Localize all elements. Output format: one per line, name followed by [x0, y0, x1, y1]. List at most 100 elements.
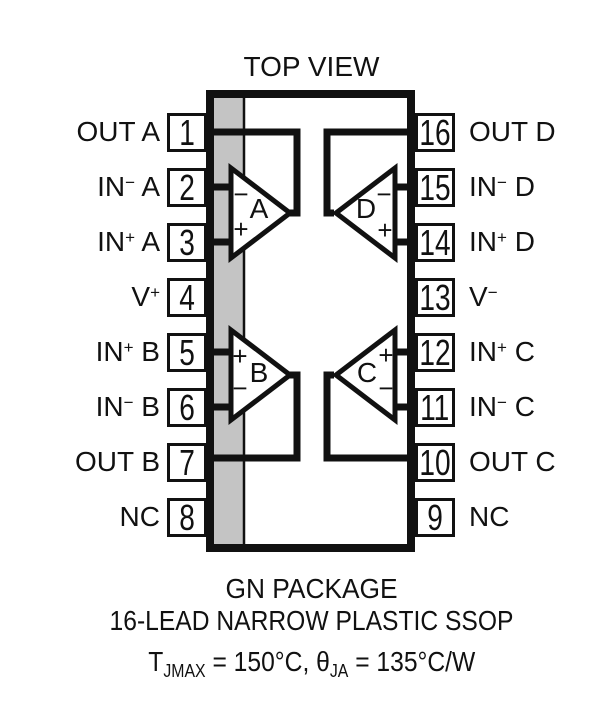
- label-superscript: +: [150, 283, 160, 302]
- thermal-end: = 135°C/W: [348, 646, 476, 677]
- pin-12-box: 12: [415, 333, 455, 372]
- package-description-caption: 16-LEAD NARROW PLASTIC SSOP: [4, 605, 615, 637]
- pin-4-label: V+: [131, 282, 160, 312]
- pin-16-box: 16: [415, 113, 455, 152]
- thermal-t: T: [147, 646, 164, 677]
- label-superscript: −: [497, 393, 507, 412]
- pin-12-number: 12: [419, 331, 451, 373]
- opamp-d-minus-sign: −: [376, 179, 392, 209]
- pin-3-label: IN+ A: [97, 227, 160, 257]
- pin-12-label: IN+ C: [469, 337, 535, 367]
- caption-text: TJMAX = 150°C, θJA = 135°C/W: [147, 646, 476, 681]
- pin-7-label: OUT B: [75, 447, 160, 477]
- label-superscript: −: [497, 173, 507, 192]
- label-text: A: [135, 226, 160, 257]
- pin-9-box: 9: [415, 498, 455, 537]
- thermal-sub-jmax: JMAX: [163, 661, 206, 681]
- label-text: NC: [119, 501, 160, 532]
- opamp-d-letter: D: [355, 193, 377, 224]
- label-text: IN: [469, 171, 497, 202]
- pin-14-box: 14: [415, 223, 455, 262]
- label-text: NC: [469, 501, 510, 532]
- pin-10-number: 10: [419, 441, 451, 483]
- thermal-ratings-caption: TJMAX = 150°C, θJA = 135°C/W: [4, 646, 615, 681]
- label-superscript: −: [123, 393, 134, 412]
- label-text: IN: [97, 171, 126, 202]
- label-text: A: [135, 171, 160, 202]
- label-text: IN: [95, 391, 124, 422]
- label-superscript: +: [125, 228, 136, 247]
- pin-16-label: OUT D: [469, 117, 556, 147]
- opamp-c-letter: C: [356, 357, 378, 388]
- pin-5-number: 5: [179, 331, 195, 373]
- label-text: B: [133, 391, 160, 422]
- pin-1-number: 1: [179, 111, 195, 153]
- pin-6-box: 6: [167, 388, 207, 427]
- package-name-caption: GN PACKAGE: [4, 573, 615, 605]
- pin-15-label: IN− D: [469, 172, 535, 202]
- pin-9-number: 9: [427, 496, 443, 538]
- pin-13-label: V−: [469, 282, 498, 312]
- label-text: V: [469, 281, 488, 312]
- pin-4-number: 4: [179, 276, 195, 318]
- label-text: B: [133, 336, 160, 367]
- label-text: IN: [95, 336, 124, 367]
- opamp-b-letter: B: [249, 357, 269, 388]
- label-text: D: [506, 171, 535, 202]
- opamp-a-minus-sign: −: [233, 179, 249, 209]
- pin-13-number: 13: [419, 276, 451, 318]
- label-text: D: [506, 226, 535, 257]
- opamp-b-minus-sign: −: [232, 373, 248, 403]
- pin-8-label: NC: [120, 502, 160, 532]
- pin-11-box: 11: [415, 388, 455, 427]
- pin-5-box: 5: [167, 333, 207, 372]
- pin-1-box: 1: [167, 113, 207, 152]
- pin-8-box: 8: [167, 498, 207, 537]
- label-text: V: [131, 281, 151, 312]
- label-superscript: −: [487, 283, 498, 302]
- label-text: C: [506, 391, 535, 422]
- label-superscript: +: [497, 338, 507, 357]
- opamp-b-triangle: [228, 324, 295, 426]
- pin-9-label: NC: [469, 502, 509, 532]
- label-text: C: [506, 336, 535, 367]
- label-text: IN: [469, 226, 497, 257]
- top-view-title: TOP VIEW: [243, 51, 380, 82]
- opamp-c-output-wire: [323, 371, 411, 462]
- pin-11-number: 11: [420, 386, 450, 428]
- pin-11-label: IN− C: [469, 392, 535, 422]
- pin-3-number: 3: [179, 221, 195, 263]
- caption-text: 16-LEAD NARROW PLASTIC SSOP: [109, 605, 514, 636]
- pin-2-box: 2: [167, 168, 207, 207]
- pin-2-label: IN− A: [97, 172, 160, 202]
- label-text: IN: [469, 391, 497, 422]
- pin-14-number: 14: [419, 221, 451, 263]
- caption-text: GN PACKAGE: [225, 573, 398, 604]
- pin-15-box: 15: [415, 168, 455, 207]
- pin-6-number: 6: [179, 386, 195, 428]
- pin-7-number: 7: [179, 441, 195, 483]
- opamp-c-minus-sign: −: [378, 373, 394, 403]
- opamp-d-triangle: [331, 162, 398, 264]
- opamp-a-plus-sign: +: [233, 214, 249, 244]
- opamp-a-triangle: [228, 162, 295, 264]
- thermal-mid: = 150°C, θ: [205, 646, 330, 677]
- label-text: OUT B: [74, 446, 160, 477]
- opamp-d-output-wire: [323, 128, 411, 217]
- label-text: IN: [97, 226, 126, 257]
- opamp-c-triangle: [331, 324, 398, 426]
- opamp-d-plus-sign: +: [377, 215, 393, 245]
- opamp-b-plus-sign: +: [232, 341, 248, 371]
- pin-8-number: 8: [179, 496, 195, 538]
- pin-13-box: 13: [415, 278, 455, 317]
- pin-16-number: 16: [419, 111, 451, 153]
- label-superscript: −: [125, 173, 136, 192]
- pin-6-label: IN− B: [96, 392, 160, 422]
- opamp-c-plus-sign: +: [378, 340, 394, 370]
- label-text: IN: [469, 336, 497, 367]
- thermal-sub-ja: JA: [329, 661, 349, 681]
- label-text: OUT D: [469, 116, 556, 147]
- opamp-a-letter: A: [249, 193, 269, 224]
